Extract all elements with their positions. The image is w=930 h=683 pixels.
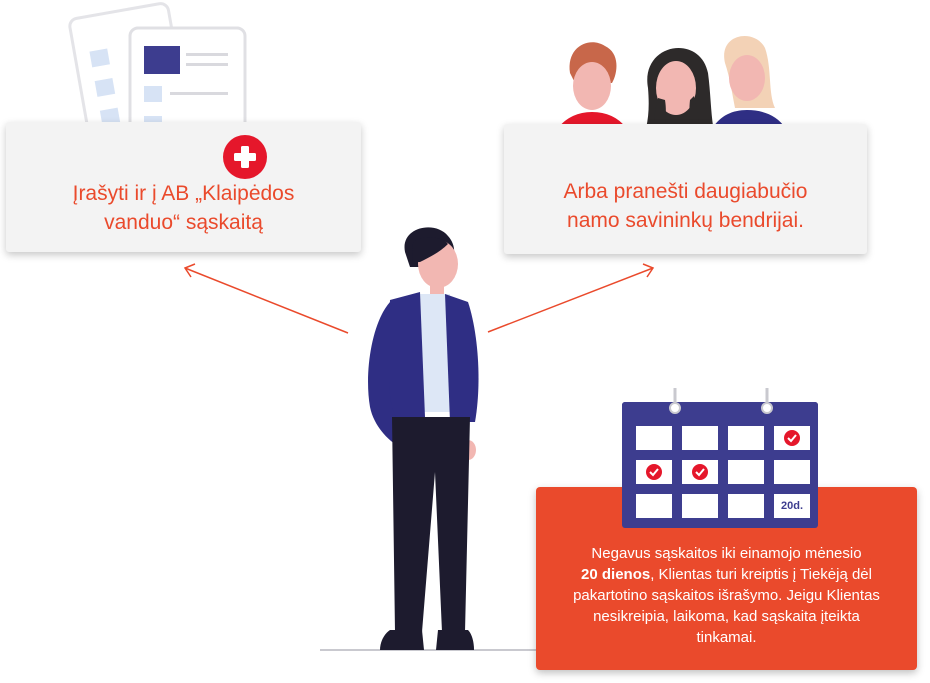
left-arrow-head bbox=[183, 263, 196, 278]
notice-line-1: Negavus sąskaitos iki einamojo mėnesio bbox=[591, 545, 862, 562]
notice-line-2: 20 dienos, Klientas turi kreiptis į Tiek… bbox=[554, 564, 899, 585]
right-card-line-1: Arba pranešti daugiabučio bbox=[563, 180, 808, 203]
right-card-text: Arba pranešti daugiabučio namo savininkų… bbox=[504, 177, 867, 235]
notice-bold: 20 dienos bbox=[581, 566, 651, 583]
notice-line-4: nesikreipia, laikoma, kad sąskaita įteik… bbox=[593, 608, 860, 625]
notice-text: Negavus sąskaitos iki einamojo mėnesio 2… bbox=[554, 543, 899, 648]
check-icon bbox=[646, 464, 662, 480]
left-card-line-2: vanduo“ sąskaitą bbox=[104, 211, 263, 234]
left-info-card: Įrašyti ir į AB „Klaipėdos vanduo“ sąska… bbox=[6, 122, 361, 252]
notice-line-5: tinkamai. bbox=[696, 629, 757, 646]
notice-box: Negavus sąskaitos iki einamojo mėnesio 2… bbox=[536, 487, 917, 670]
left-card-text: Įrašyti ir į AB „Klaipėdos vanduo“ sąska… bbox=[6, 179, 361, 237]
right-card-line-2: namo savininkų bendrijai. bbox=[567, 209, 804, 232]
notice-line-3: pakartotino sąskaitos išrašymo. Jeigu Kl… bbox=[573, 587, 880, 604]
notice-line-2-rest: , Klientas turi kreiptis į Tiekėją dėl bbox=[650, 566, 872, 583]
plus-icon bbox=[223, 135, 267, 179]
left-card-line-1: Įrašyti ir į AB „Klaipėdos bbox=[72, 182, 295, 205]
check-icon bbox=[692, 464, 708, 480]
right-arrow-head bbox=[642, 263, 655, 278]
left-arrow-line bbox=[184, 267, 349, 334]
man-illustration bbox=[368, 227, 479, 650]
right-arrow-line bbox=[487, 267, 654, 333]
documents-illustration bbox=[68, 2, 247, 165]
right-info-card: Arba pranešti daugiabučio namo savininkų… bbox=[504, 124, 867, 254]
check-icon bbox=[784, 430, 800, 446]
